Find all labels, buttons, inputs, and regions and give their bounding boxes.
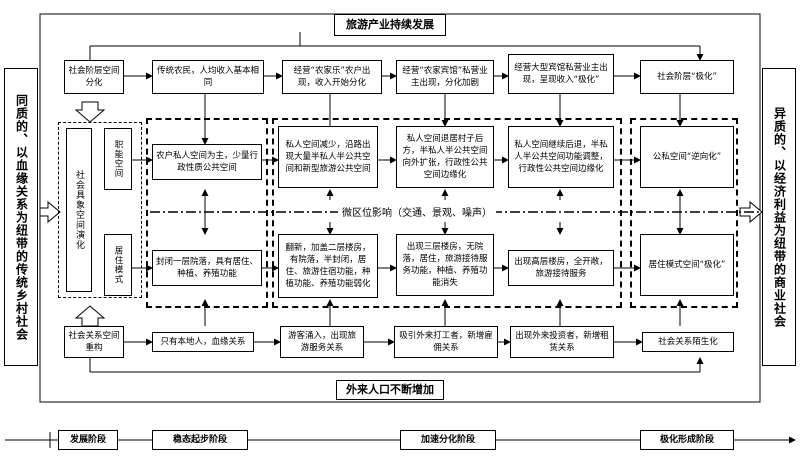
relations-label: 社会关系空间重构 (64, 326, 124, 358)
phase-accelerated-differentiation: 加速分化阶段 (400, 430, 496, 450)
traditional-society-panel: 同质的、以血缘关系为纽带的传统乡村社会 (4, 68, 38, 366)
left-group-frame (58, 122, 142, 298)
stage3-frame (630, 118, 738, 308)
phase-polarization: 极化形成阶段 (640, 430, 734, 450)
stratification-stage-2: 经营“农家乐”农户出现，收入开始分化 (282, 60, 382, 94)
stage2-frame (272, 118, 622, 308)
relations-stage-5: 社会关系陌生化 (642, 332, 734, 352)
relations-stage-3: 吸引外来打工者，新增雇佣关系 (394, 326, 498, 358)
social-space-evolution: 社会具象空间演化 (66, 128, 92, 292)
function-stage-3: 私人空间退居村子后方，半私人半公共空间向外扩张，行政性公共空间边缘化 (396, 126, 494, 188)
stratification-label: 社会阶层空间分化 (64, 60, 124, 94)
residence-stage-3: 出现三层楼房，无院落，居住，旅游接待服务功能，种植、养殖功能消失 (396, 234, 494, 296)
function-stage-1: 农户私人空间为主，少量行政性质公共空间 (152, 144, 262, 180)
function-space-label: 职能空间 (104, 128, 132, 190)
residence-stage-1: 封闭一层院落，具有居住、种植、养殖功能 (152, 250, 262, 286)
commercial-society-panel: 异质的、以经济利益为纽带的商业社会 (762, 68, 796, 366)
relations-stage-2: 游客涌入，出现旅游服务关系 (280, 326, 364, 358)
migrant-population-banner: 外来人口不断增加 (336, 380, 444, 400)
relations-stage-1: 只有本地人，血缘关系 (152, 332, 254, 352)
tourism-industry-banner: 旅游产业持续发展 (334, 14, 446, 36)
stratification-stage-4: 经营大型宾馆私营业主出现，呈现收入“极化” (508, 54, 614, 94)
residence-stage-5: 居住模式空间“极化” (640, 234, 734, 296)
function-stage-4: 私人空间继续后退，半私人半公共空间功能调整，行政性公共空间边缘化 (508, 126, 614, 188)
residence-mode-label: 居住模式 (104, 234, 132, 296)
micro-location-influence: 微区位影响（交通、景观、噪声） (338, 204, 496, 219)
stratification-stage-3: 经营“农家宾馆”私营业主出现，分化加剧 (396, 60, 494, 94)
residence-stage-2: 翻新，加盖二层楼房，有院落，半封闭，居住、旅游住宿功能，种植功能、养殖功能弱化 (278, 234, 378, 298)
relations-stage-4: 出现外来投资者，新增租赁关系 (510, 326, 614, 358)
function-stage-2: 私人空间减少，沿路出现大量半私人半公共空间和新型旅游公共空间 (278, 126, 378, 188)
stratification-stage-1: 传统农民，人均收入基本相同 (152, 60, 264, 94)
phase-development: 发展阶段 (58, 430, 118, 450)
stage1-frame (146, 118, 268, 308)
phase-steady-start: 稳态起步阶段 (152, 430, 248, 450)
residence-stage-4: 出现高层楼房，全开敞，旅游接待服务 (508, 250, 614, 286)
function-stage-5: 公私空间“逆向化” (640, 126, 734, 188)
stratification-stage-5: 社会阶层“极化” (640, 60, 734, 94)
